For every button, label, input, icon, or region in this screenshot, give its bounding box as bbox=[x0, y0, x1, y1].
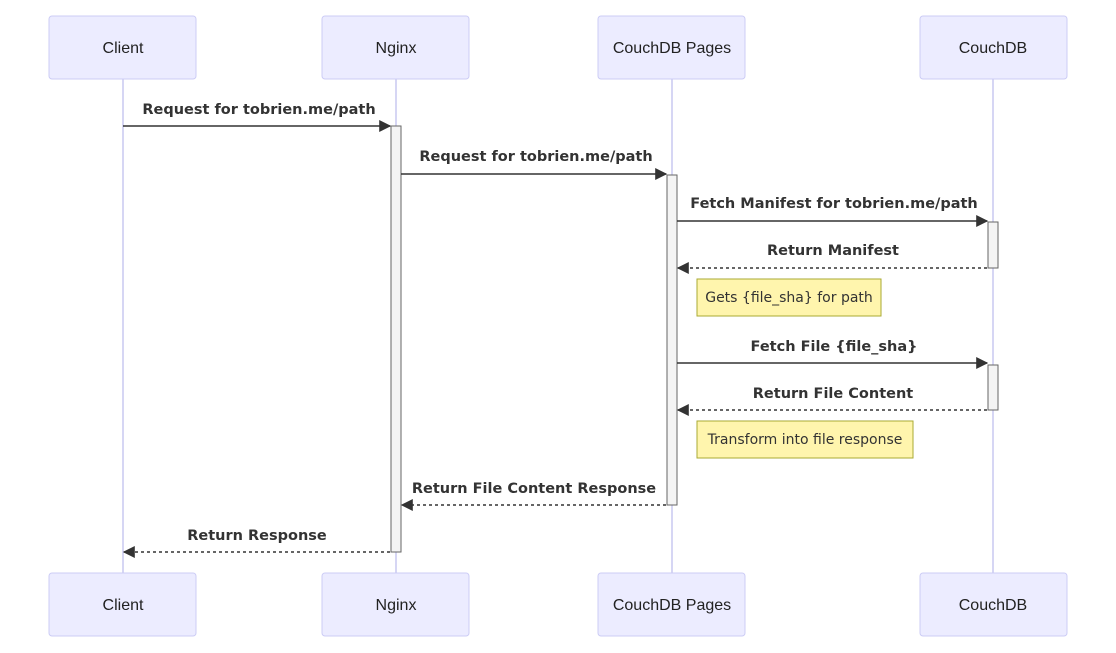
activation-couchdb-pages bbox=[666, 174, 678, 506]
message-return-response: Return Response bbox=[122, 528, 390, 558]
note-transform: Transform into file response bbox=[696, 420, 914, 459]
participant-label: CouchDB Pages bbox=[613, 597, 731, 614]
activation-couchdb-file bbox=[987, 364, 999, 411]
participant-couchdb-pages-bottom: CouchDB Pages bbox=[597, 572, 746, 637]
message-label: Return File Content bbox=[753, 386, 914, 402]
message-fetch-manifest: Fetch Manifest for tobrien.me/path bbox=[677, 196, 989, 227]
participant-label: CouchDB Pages bbox=[613, 40, 731, 57]
message-label: Return Response bbox=[187, 528, 327, 544]
message-label: Request for tobrien.me/path bbox=[419, 149, 652, 165]
participant-nginx-bottom: Nginx bbox=[321, 572, 470, 637]
message-return-manifest: Return Manifest bbox=[676, 243, 987, 274]
activation-couchdb-manifest bbox=[987, 221, 999, 269]
participant-label: CouchDB bbox=[959, 597, 1027, 614]
participant-client-bottom: Client bbox=[48, 572, 197, 637]
message-request-nginx-to-pages: Request for tobrien.me/path bbox=[401, 149, 668, 180]
participant-label: Nginx bbox=[376, 40, 417, 57]
participant-couchdb-top: CouchDB bbox=[919, 15, 1068, 80]
activation-nginx bbox=[390, 125, 402, 553]
participant-couchdb-pages-top: CouchDB Pages bbox=[597, 15, 746, 80]
participant-client-top: Client bbox=[48, 15, 197, 80]
message-label: Request for tobrien.me/path bbox=[142, 102, 375, 118]
message-return-file-content: Return File Content bbox=[676, 386, 987, 416]
note-label: Gets {file_sha} for path bbox=[705, 290, 873, 306]
participant-label: Client bbox=[103, 597, 144, 614]
message-fetch-file: Fetch File {file_sha} bbox=[677, 339, 989, 369]
message-label: Return File Content Response bbox=[412, 481, 656, 497]
note-label: Transform into file response bbox=[707, 432, 903, 448]
message-label: Fetch File {file_sha} bbox=[751, 339, 918, 355]
note-file-sha: Gets {file_sha} for path bbox=[696, 278, 882, 317]
participant-couchdb-bottom: CouchDB bbox=[919, 572, 1068, 637]
message-label: Return Manifest bbox=[767, 243, 899, 259]
participant-nginx-top: Nginx bbox=[321, 15, 470, 80]
message-return-file-content-response: Return File Content Response bbox=[400, 481, 666, 511]
message-request-client-to-nginx: Request for tobrien.me/path bbox=[123, 102, 392, 132]
message-label: Fetch Manifest for tobrien.me/path bbox=[690, 196, 978, 212]
participant-label: Nginx bbox=[376, 597, 417, 614]
participant-label: CouchDB bbox=[959, 40, 1027, 57]
participant-label: Client bbox=[103, 40, 144, 57]
